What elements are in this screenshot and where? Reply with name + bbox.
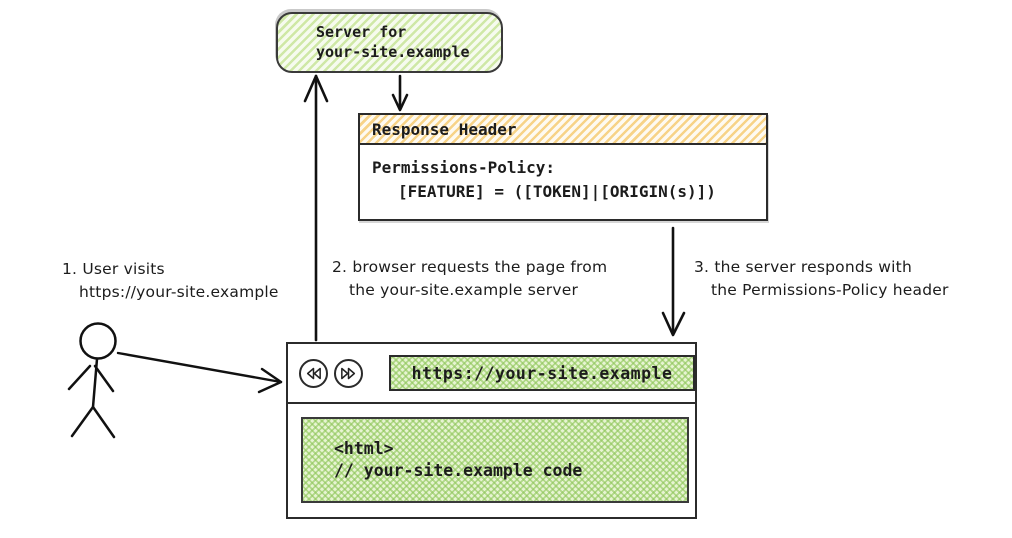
step-1-line1: 1. User visits: [62, 260, 165, 278]
page-content-box: <html> // your-site.example code: [301, 417, 689, 503]
forward-button[interactable]: [334, 358, 363, 388]
double-right-arrow-icon: [341, 367, 356, 379]
stick-figure-user: [67, 322, 117, 439]
response-header-body: Permissions-Policy: [FEATURE] = ([TOKEN]…: [360, 145, 766, 212]
server-box-line2: your-site.example: [316, 42, 470, 61]
code-line1: <html>: [334, 439, 394, 459]
step-label-1: 1. User visits https://your-site.example: [62, 258, 279, 305]
step-3-line1: 3. the server responds with: [694, 258, 912, 276]
arrow-user-to-browser: [116, 351, 283, 394]
browser-toolbar: https://your-site.example: [288, 344, 695, 404]
step-1-line2: https://your-site.example: [79, 283, 279, 302]
response-header-box: Response Header Permissions-Policy: [FEA…: [358, 113, 768, 221]
step-label-3: 3. the server responds with the Permissi…: [694, 256, 949, 303]
browser-window: https://your-site.example <html> // your…: [286, 342, 697, 519]
url-text: https://your-site.example: [411, 363, 673, 383]
arrow-response-header-to-browser: [661, 226, 686, 337]
code-line2: // your-site.example code: [334, 461, 583, 480]
step-3-line2: the Permissions-Policy header: [711, 281, 949, 300]
stick-figure-arms: [67, 364, 115, 393]
stick-figure-legs: [70, 405, 116, 439]
step-2-line2: the your-site.example server: [349, 281, 579, 300]
response-header-title: Response Header: [360, 115, 766, 145]
server-box-line1: Server for: [316, 23, 407, 41]
stick-figure-body: [91, 357, 99, 409]
arrow-server-to-response-header: [391, 74, 409, 112]
policy-line1: Permissions-Policy:: [372, 158, 556, 177]
policy-line2: [FEATURE] = ([TOKEN]|[ORIGIN(s)]): [398, 182, 716, 201]
server-box: Server for your-site.example: [276, 12, 503, 73]
arrow-browser-to-server: [303, 74, 329, 342]
stick-figure-head: [79, 322, 117, 360]
back-button[interactable]: [299, 358, 328, 388]
step-label-2: 2. browser requests the page from the yo…: [332, 256, 607, 303]
step-2-line1: 2. browser requests the page from: [332, 258, 608, 276]
url-bar[interactable]: https://your-site.example: [389, 355, 695, 391]
double-left-arrow-icon: [306, 367, 321, 379]
